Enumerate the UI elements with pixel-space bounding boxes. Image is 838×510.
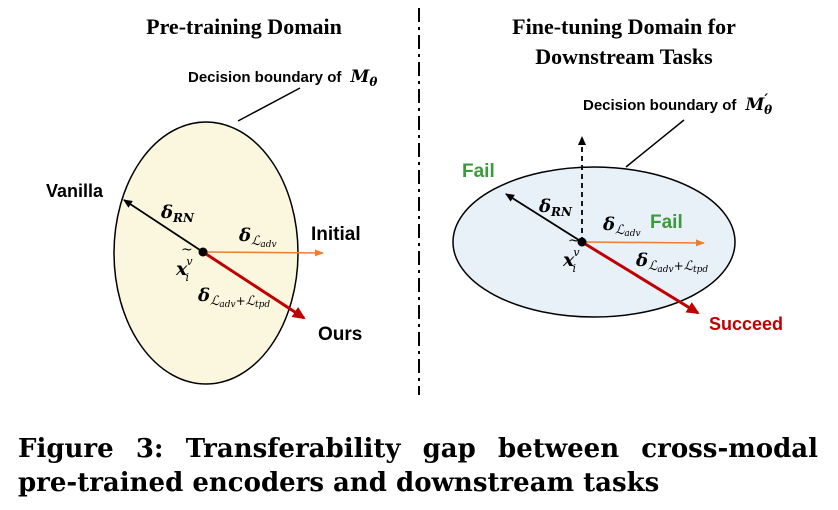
left-point-tilde: ~: [181, 242, 193, 258]
right-boundary-pointer: [625, 119, 685, 168]
left-delta-rn: δRN: [160, 202, 195, 225]
right-fail-top-label: Fail: [462, 161, 495, 182]
figure-caption: Figure 3: Transferability gap between cr…: [18, 434, 818, 498]
left-ours-label: Ours: [318, 324, 362, 345]
left-boundary-pointer: [237, 87, 301, 122]
right-sample-point: [577, 237, 587, 247]
left-panel-title: Pre-training Domain: [146, 14, 342, 39]
right-vanilla-arrow: [505, 193, 583, 243]
right-delta-adv: δℒadv: [602, 214, 641, 239]
right-initial-arrow: [581, 239, 705, 247]
right-delta-rn: δRN: [538, 196, 573, 219]
left-vanilla-label: Vanilla: [46, 181, 104, 201]
left-delta-adv: δℒadv: [238, 225, 277, 250]
left-vanilla-arrow: [123, 199, 204, 253]
left-initial-arrow: [202, 249, 324, 257]
right-delta-ours: δℒadv+ℒtpd: [635, 250, 708, 275]
right-ours-arrow: [581, 240, 700, 315]
right-boundary-label: Decision boundary of M′θ: [583, 92, 772, 117]
right-succeed-label: Succeed: [709, 314, 783, 334]
right-point-tilde: ~: [568, 233, 580, 249]
right-fail-mid-label: Fail: [650, 212, 683, 233]
left-ours-arrow: [202, 250, 306, 320]
left-delta-ours: δℒadv+ℒtpd: [197, 285, 270, 310]
right-panel-title-line2: Downstream Tasks: [535, 44, 713, 69]
left-initial-label: Initial: [311, 224, 361, 245]
diagram-canvas: Pre-training Domain Decision boundary of…: [46, 8, 783, 395]
left-boundary-label: Decision boundary of Mθ: [188, 67, 377, 89]
right-panel-title-line1: Fine-tuning Domain for: [512, 14, 736, 39]
left-sample-point: [198, 247, 208, 257]
